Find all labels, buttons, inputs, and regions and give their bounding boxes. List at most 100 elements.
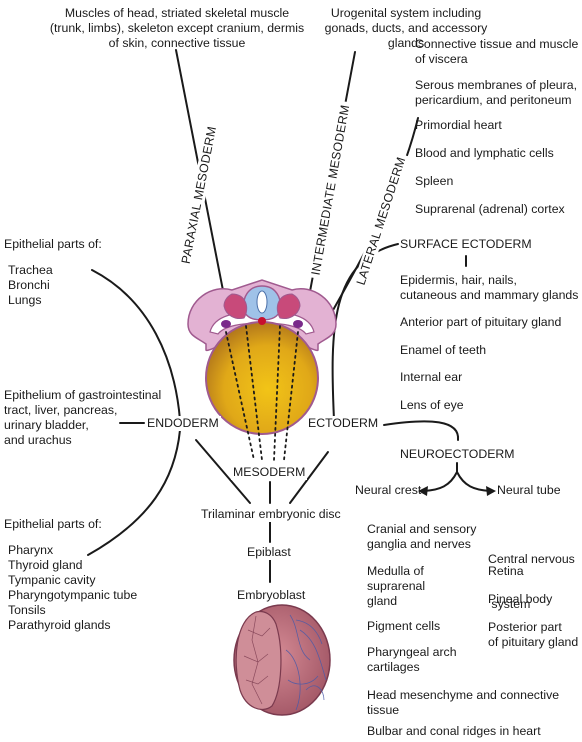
list-item: Tympanic cavity — [8, 573, 96, 587]
endoderm-middle-line: tract, liver, pancreas, — [4, 403, 118, 417]
neural-tube-derivative-line: Central nervous — [488, 552, 575, 566]
intermediate-derivative-line: gonads, ducts, and accessory — [324, 21, 488, 35]
endoderm-lower-line — [87, 429, 181, 556]
neural-crest-derivative: Cranial and sensory ganglia and nerves — [367, 522, 476, 552]
lateral-derivative-line: of viscera — [415, 52, 468, 66]
neural-tube-derivative-line: system — [488, 597, 531, 611]
neural-crest-derivative: Pigment cells — [367, 619, 441, 633]
surface-ectoderm-derivative: Anterior part of pituitary gland — [400, 315, 562, 329]
neural-tube-derivative: Retina — [488, 564, 524, 578]
list-item: Bronchi — [8, 278, 50, 292]
somite-left — [223, 293, 248, 319]
neural-tube-arrowhead — [486, 486, 496, 496]
neural-canal — [256, 290, 268, 314]
neural-crest-derivative-line: suprarenal — [367, 579, 426, 593]
neural-tube-derivative-line: Posterior part — [488, 620, 562, 634]
embryo-cross-section — [187, 279, 337, 435]
lateral-derivative: Spleen — [415, 174, 454, 188]
mesoderm-dotted-1 — [225, 331, 255, 461]
neuroectoderm-label: NEUROECTODERM — [400, 447, 515, 461]
neural-crest-derivative-line: tissue — [367, 703, 400, 717]
surface-ectoderm-derivative-line: Epidermis, hair, nails, — [400, 273, 517, 287]
paraxial-derivative-line: (trunk, limbs), skeleton except cranium,… — [49, 21, 305, 35]
endoderm-middle-line: and urachus — [4, 433, 72, 447]
neural-tube-arrow — [456, 471, 491, 492]
neural-crest-derivative: Pharyngeal arch cartilages — [367, 645, 457, 675]
neural-crest-derivative-line: Pharyngeal arch — [367, 645, 457, 659]
paraxial-derivatives: Muscles of head, striated skeletal muscl… — [8, 6, 346, 51]
neural-crest-derivative-line: gland — [367, 594, 398, 608]
lateral-derivative: Suprarenal (adrenal) cortex — [415, 202, 565, 216]
embryoblast-front — [235, 610, 282, 711]
list-item: Pharyngotympanic tube — [8, 588, 138, 602]
neural-crest-arrow — [423, 471, 458, 492]
mesoderm-label: MESODERM — [231, 465, 308, 480]
list-item: Thyroid gland — [8, 558, 83, 572]
lateral-derivative-line: pericardium, and peritoneum — [415, 93, 572, 107]
endoderm-middle-text: Epithelium of gastrointestinal tract, li… — [4, 388, 161, 448]
neural-crest-derivative: Head mesenchyme and connective tissue — [367, 688, 559, 718]
mesoderm-dotted-2 — [245, 325, 263, 461]
endoderm-upper-heading: Epithelial parts of: — [4, 237, 102, 251]
list-item: Parathyroid glands — [8, 618, 111, 632]
surface-ectoderm-derivative: Internal ear — [400, 370, 463, 384]
neural-tube-derivative: Pineal body — [488, 592, 553, 606]
neural-crest-derivative-line: Medulla of — [367, 564, 424, 578]
trilaminar-disc-label: Trilaminar embryonic disc — [199, 507, 343, 522]
surface-ectoderm-derivative: Lens of eye — [400, 398, 464, 412]
intermediate-derivative-line: glands — [387, 36, 425, 50]
endoderm-lower-heading: Epithelial parts of: — [4, 517, 102, 531]
list-item: Trachea — [8, 263, 53, 277]
endoderm-label: ENDODERM — [145, 416, 221, 431]
endoderm-upper-list: Trachea Bronchi Lungs — [8, 263, 53, 308]
surface-ectoderm-derivative: Enamel of teeth — [400, 343, 487, 357]
paraxial-derivative-line: Muscles of head, striated skeletal muscl… — [64, 6, 290, 20]
ectoderm-to-neuroectoderm-line — [383, 420, 460, 441]
neural-crest-arrowhead — [418, 486, 428, 496]
list-item: Lungs — [8, 293, 42, 307]
lateral-derivative: Blood and lymphatic cells — [415, 146, 554, 160]
epiblast-label: Epiblast — [245, 545, 293, 560]
neural-crest-derivative: Medulla of suprarenal gland — [367, 564, 425, 609]
embryoblast-label: Embryoblast — [235, 588, 308, 603]
ectoderm-to-disc-line — [289, 451, 329, 504]
mesoderm-dotted-4 — [283, 331, 299, 461]
neural-crest-label: Neural crest — [355, 483, 422, 497]
endoderm-to-disc-line — [195, 439, 251, 504]
endoderm-middle-line: Epithelium of gastrointestinal — [4, 388, 162, 402]
list-item: Tonsils — [8, 603, 46, 617]
neural-tube-label: Neural tube — [497, 483, 561, 497]
embryoblast-image — [233, 604, 331, 716]
surface-ectoderm-label: SURFACE ECTODERM — [400, 237, 532, 251]
endoderm-lower-list: Pharynx Thyroid gland Tympanic cavity Ph… — [8, 543, 137, 633]
lateral-derivative: Serous membranes of pleura, pericardium,… — [415, 78, 577, 108]
intermediate-derivative-line: Urogenital system including — [330, 6, 482, 20]
neural-tube-derivative: Central nervous system — [488, 522, 575, 642]
lateral-derivative-line: Serous membranes of pleura, — [415, 78, 577, 92]
neural-crest-derivative-line: cartilages — [367, 660, 420, 674]
neural-crest-derivative-line: Head mesenchyme and connective — [367, 688, 560, 702]
somite-right — [276, 293, 301, 319]
neural-crest-derivative-line: ganglia and nerves — [367, 537, 471, 551]
list-item: Pharynx — [8, 543, 54, 557]
neural-tube-derivative: Posterior part of pituitary gland — [488, 620, 578, 650]
intermediate-derivatives: Urogenital system including gonads, duct… — [312, 6, 500, 51]
paraxial-derivative-line: of skin, connective tissue — [108, 36, 246, 50]
neural-crest-derivative: Bulbar and conal ridges in heart — [367, 724, 541, 738]
mesoderm-dotted-3 — [273, 325, 281, 461]
neural-crest-derivative-line: Cranial and sensory — [367, 522, 477, 536]
lateral-derivative: Connective tissue and muscle of viscera — [415, 37, 578, 67]
ectoderm-label: ECTODERM — [306, 416, 381, 431]
surface-ectoderm-derivative-line: cutaneous and mammary glands — [400, 288, 579, 302]
neural-tube-derivative-line: of pituitary gland — [488, 635, 579, 649]
endoderm-upper-line — [91, 269, 181, 421]
notochord — [258, 317, 266, 325]
yolk-sac — [205, 321, 319, 435]
surface-ectoderm-derivative: Epidermis, hair, nails, cutaneous and ma… — [400, 273, 578, 303]
lateral-derivative-line: Connective tissue and muscle — [415, 37, 579, 51]
endoderm-middle-line: urinary bladder, — [4, 418, 89, 432]
intermediate-mesoderm-right — [293, 320, 303, 328]
intermediate-mesoderm-left — [221, 320, 231, 328]
